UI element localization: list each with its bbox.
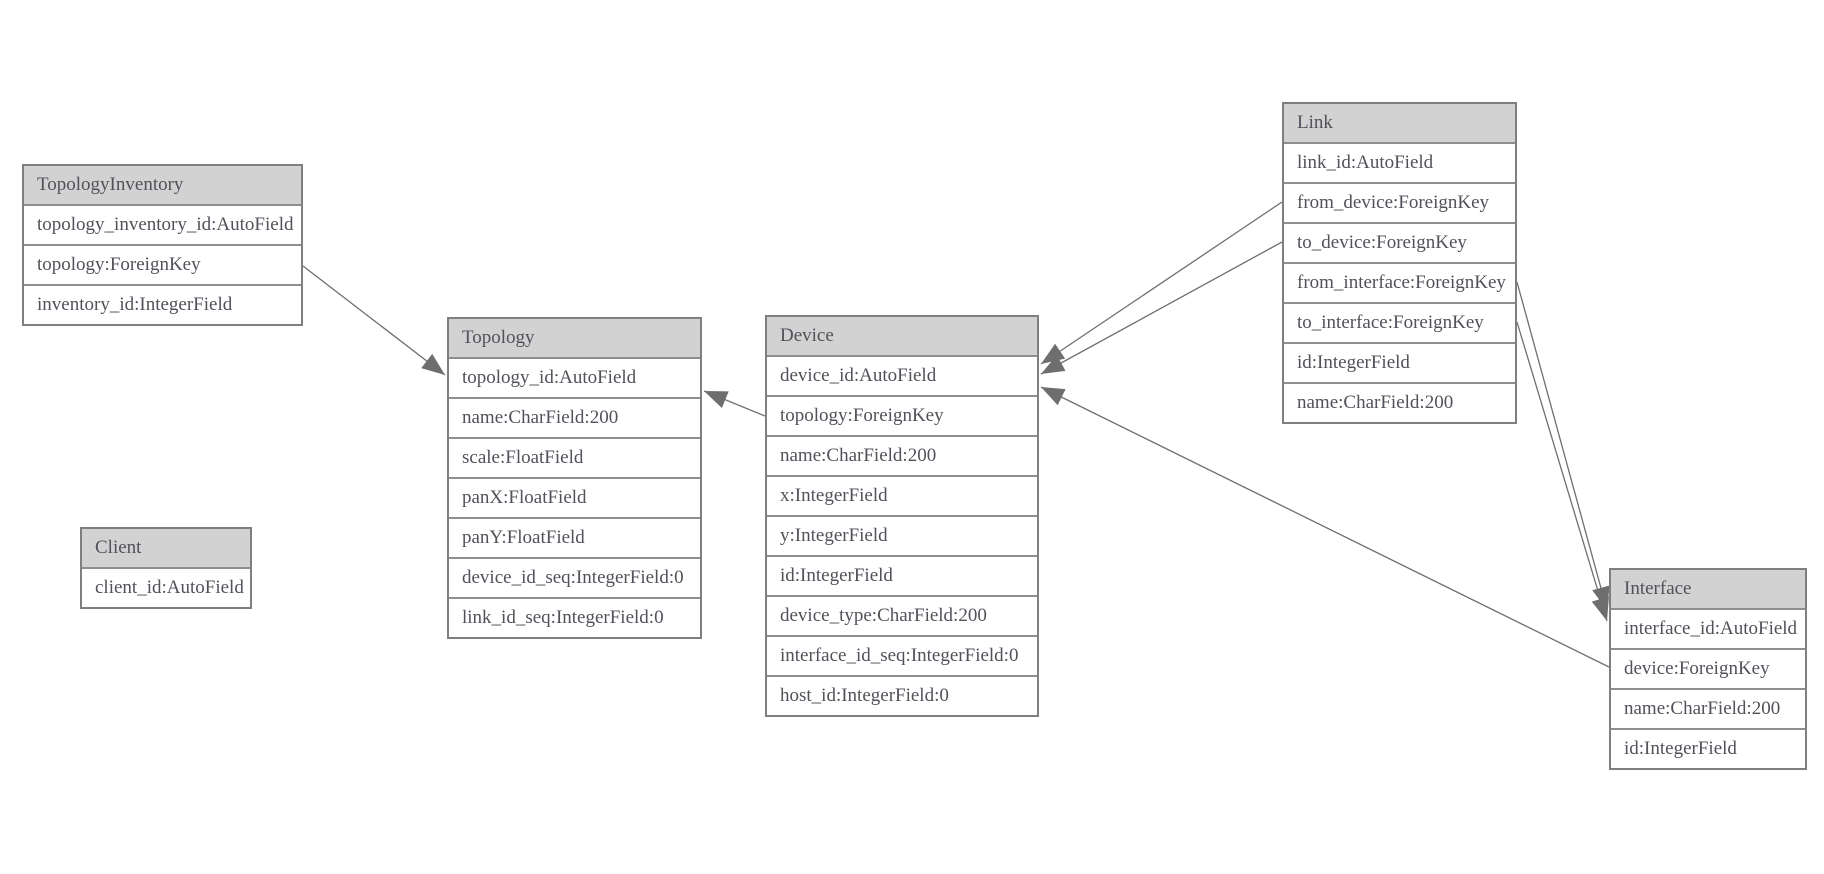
field-row: panY:FloatField bbox=[449, 517, 700, 557]
field-row: y:IntegerField bbox=[767, 515, 1037, 555]
field-row: device:ForeignKey bbox=[1611, 648, 1805, 688]
edge-link-todevice-device bbox=[1040, 241, 1283, 375]
field-row: device_id:AutoField bbox=[767, 355, 1037, 395]
field-row: link_id_seq:IntegerField:0 bbox=[449, 597, 700, 637]
entity-title: Topology bbox=[449, 319, 700, 357]
entity-client: Client client_id:AutoField bbox=[80, 527, 252, 609]
field-row: interface_id:AutoField bbox=[1611, 608, 1805, 648]
field-row: client_id:AutoField bbox=[82, 567, 250, 607]
entity-title: TopologyInventory bbox=[24, 166, 301, 204]
field-row: scale:FloatField bbox=[449, 437, 700, 477]
entity-title: Interface bbox=[1611, 570, 1805, 608]
edge-device-topology bbox=[703, 390, 766, 417]
field-row: id:IntegerField bbox=[1611, 728, 1805, 768]
field-row: interface_id_seq:IntegerField:0 bbox=[767, 635, 1037, 675]
field-row: link_id:AutoField bbox=[1284, 142, 1515, 182]
field-row: to_interface:ForeignKey bbox=[1284, 302, 1515, 342]
field-row: topology:ForeignKey bbox=[767, 395, 1037, 435]
entity-title: Client bbox=[82, 529, 250, 567]
field-row: panX:FloatField bbox=[449, 477, 700, 517]
edge-link-fromdevice-device bbox=[1040, 201, 1283, 365]
edge-topologyinventory-topology bbox=[302, 265, 446, 376]
edge-link-tointerface-interface bbox=[1516, 321, 1609, 622]
field-row: name:CharField:200 bbox=[767, 435, 1037, 475]
field-row: topology:ForeignKey bbox=[24, 244, 301, 284]
field-row: id:IntegerField bbox=[767, 555, 1037, 595]
field-row: name:CharField:200 bbox=[449, 397, 700, 437]
field-row: topology_id:AutoField bbox=[449, 357, 700, 397]
entity-title: Link bbox=[1284, 104, 1515, 142]
entity-fields: client_id:AutoField bbox=[82, 567, 250, 607]
field-row: to_device:ForeignKey bbox=[1284, 222, 1515, 262]
field-row: name:CharField:200 bbox=[1284, 382, 1515, 422]
field-row: name:CharField:200 bbox=[1611, 688, 1805, 728]
field-row: id:IntegerField bbox=[1284, 342, 1515, 382]
field-row: x:IntegerField bbox=[767, 475, 1037, 515]
field-row: from_device:ForeignKey bbox=[1284, 182, 1515, 222]
entity-topologyinventory: TopologyInventory topology_inventory_id:… bbox=[22, 164, 303, 326]
field-row: from_interface:ForeignKey bbox=[1284, 262, 1515, 302]
field-row: topology_inventory_id:AutoField bbox=[24, 204, 301, 244]
field-row: host_id:IntegerField:0 bbox=[767, 675, 1037, 715]
field-row: device_id_seq:IntegerField:0 bbox=[449, 557, 700, 597]
edge-link-frominterface-interface bbox=[1516, 281, 1610, 611]
edge-interface-device bbox=[1040, 386, 1610, 668]
entity-title: Device bbox=[767, 317, 1037, 355]
field-row: inventory_id:IntegerField bbox=[24, 284, 301, 324]
field-row: device_type:CharField:200 bbox=[767, 595, 1037, 635]
